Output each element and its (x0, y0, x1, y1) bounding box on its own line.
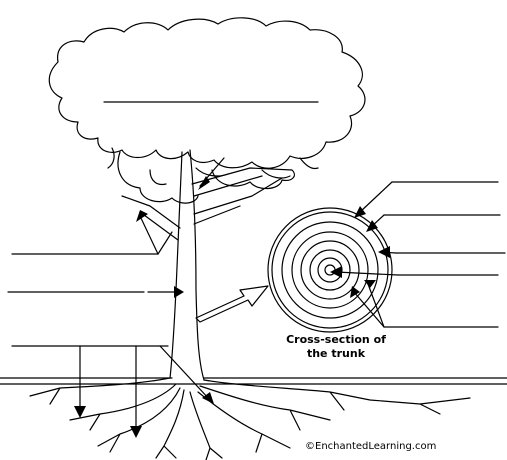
arrowhead-icon (130, 426, 142, 438)
roots-left (30, 378, 180, 452)
arrowhead-icon (350, 286, 360, 298)
arrowhead-icon (174, 286, 184, 298)
branch-right-lower (194, 178, 282, 224)
caption-line-2: the trunk (306, 347, 366, 360)
credit-link[interactable]: ©EnchantedLearning.com (305, 441, 437, 452)
branch-left (122, 196, 180, 240)
roots-right (198, 380, 470, 452)
pointer-lines (80, 158, 398, 432)
arrowhead-icon (354, 206, 366, 218)
blank-lines (8, 102, 505, 346)
trunk-right-edge (190, 150, 204, 380)
section-arrow-icon (196, 286, 268, 322)
arrowhead-icon (74, 406, 86, 418)
arrowhead-icon (202, 392, 214, 404)
arrowhead-icon (378, 246, 390, 258)
arrowheads (74, 176, 390, 438)
cross-section-caption: Cross-section of the trunk (262, 333, 410, 361)
arrowhead-icon (330, 266, 342, 278)
branch-right-upper (192, 168, 292, 196)
arrowhead-icon (136, 210, 148, 222)
arrowhead-icon (366, 220, 378, 232)
arrowhead-icon (198, 176, 210, 190)
trunk-left-edge (170, 152, 182, 378)
caption-line-1: Cross-section of (286, 333, 386, 346)
trunk-cross-section (268, 208, 392, 332)
leaf-canopy (49, 18, 365, 168)
ground-line (0, 378, 507, 384)
roots-center (156, 390, 222, 460)
arrowhead-icon (364, 280, 376, 288)
lower-foliage (118, 152, 294, 203)
canopy-inner-bumps (108, 148, 318, 184)
